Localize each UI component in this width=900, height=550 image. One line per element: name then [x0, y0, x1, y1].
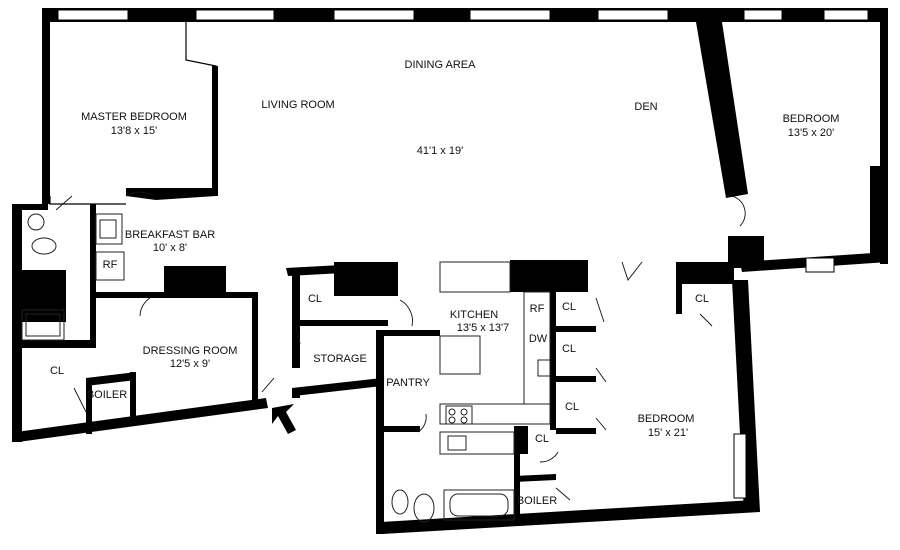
living-room-label: LIVING ROOM	[261, 99, 334, 111]
closet-label: CL	[50, 365, 64, 377]
den-label: DEN	[634, 101, 657, 113]
closet-label: CL	[695, 293, 709, 305]
master-bedroom-label: MASTER BEDROOM	[81, 111, 187, 123]
room-labels: DINING AREA LIVING ROOM DEN 41'1 x 19' M…	[81, 59, 839, 507]
kitchen-size: 13'5 x 13'7	[457, 322, 510, 334]
great-room-size: 41'1 x 19'	[417, 145, 463, 157]
boiler-west-label: BOILER	[87, 389, 127, 401]
fixtures	[21, 213, 551, 523]
closet-label: CL	[562, 343, 576, 355]
closet-labels: CL CL CL CL CL CL CL RF RF DW	[50, 259, 709, 445]
refrigerator-label: RF	[530, 303, 545, 315]
bedroom-east-label: BEDROOM	[783, 113, 840, 125]
interior-walls	[22, 22, 734, 522]
entry-arrow-icon	[272, 404, 296, 434]
breakfast-bar-size: 10' x 8'	[153, 242, 187, 254]
closet-label: CL	[565, 401, 579, 413]
dressing-room-label: DRESSING ROOM	[143, 345, 238, 357]
outer-walls	[12, 8, 888, 534]
boiler-south-label: BOILER	[517, 495, 557, 507]
master-bedroom-size: 13'8 x 15'	[111, 125, 157, 137]
kitchen-label: KITCHEN	[450, 309, 498, 321]
bedroom-east-size: 13'5 x 20'	[788, 127, 834, 139]
dining-area-label: DINING AREA	[405, 59, 477, 71]
closet-label: CL	[308, 293, 322, 305]
refrigerator-label: RF	[103, 259, 118, 271]
doors	[55, 191, 746, 501]
breakfast-bar-label: BREAKFAST BAR	[125, 229, 215, 241]
dressing-room-size: 12'5 x 9'	[170, 358, 210, 370]
bedroom-south-label: BEDROOM	[638, 413, 695, 425]
pantry-label: PANTRY	[386, 377, 430, 389]
closet-label: CL	[535, 433, 549, 445]
kitchen-island	[439, 335, 481, 375]
dishwasher-label: DW	[529, 333, 548, 345]
storage-label: STORAGE	[313, 353, 367, 365]
closet-label: CL	[562, 301, 576, 313]
bedroom-south-size: 15' x 21'	[648, 427, 688, 439]
